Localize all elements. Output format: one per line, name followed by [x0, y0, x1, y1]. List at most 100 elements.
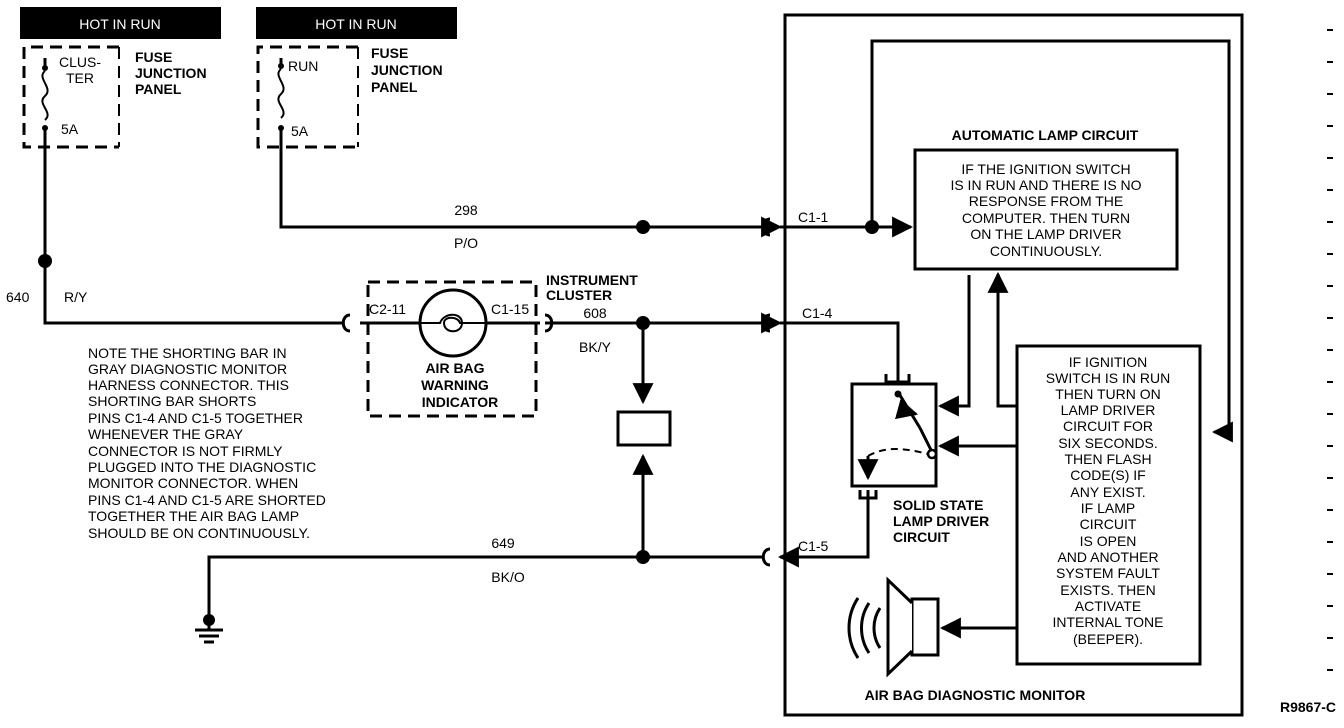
fuse-panel-2-label-line-3: PANEL — [371, 79, 418, 95]
lamp-label-line-2: WARNING — [421, 377, 489, 393]
logic-line: LAMP DRIVER — [1061, 402, 1156, 418]
monitor-title: AIR BAG DIAGNOSTIC MONITOR — [865, 687, 1086, 703]
splice-640 — [38, 254, 52, 268]
note-line: MONITOR CONNECTOR. WHEN — [88, 475, 298, 491]
logic-line: IS OPEN — [1080, 533, 1137, 549]
instrument-cluster-title-line-2: CLUSTER — [546, 287, 612, 303]
connector-c2-11-symbol — [341, 313, 351, 333]
fuse-cluster-rating: 5A — [61, 121, 79, 137]
instrument-cluster: C2-11 C1-15 INSTRUMENT CLUSTER AIR BAG W… — [341, 272, 638, 418]
connector-c1-5-symbol — [761, 547, 771, 567]
wire-608-number: 608 — [583, 305, 607, 321]
ground-icon — [195, 614, 223, 644]
margin-tick-marks — [1327, 29, 1333, 671]
wire-608: 608 BK/Y — [545, 305, 762, 557]
note-line: GRAY DIAGNOSTIC MONITOR — [88, 361, 287, 377]
logic-line: SYSTEM FAULT — [1056, 565, 1160, 581]
ignition-logic-box — [1015, 344, 1202, 666]
splice-298 — [636, 220, 650, 234]
fuse-run-element — [277, 68, 285, 119]
wire-649-color: BK/O — [491, 569, 525, 585]
hot-in-run-label-2: HOT IN RUN — [315, 16, 396, 32]
auto-lamp-line: IS IN RUN AND THERE IS NO — [950, 177, 1141, 193]
wire-640: 640 R/Y — [6, 130, 342, 325]
logic-line: ANY EXIST. — [1070, 484, 1145, 500]
note-line: SHOULD BE ON CONTINUOUSLY. — [88, 525, 310, 541]
beeper-speaker-icon — [847, 576, 940, 678]
lamp-label-line-3: INDICATOR — [422, 394, 498, 410]
logic-line: THEN FLASH — [1064, 451, 1151, 467]
auto-lamp-circuit-box — [913, 148, 1179, 271]
logic-line: INTERNAL TONE — [1053, 614, 1164, 630]
connector-c1-1-symbol — [761, 217, 771, 237]
fuse-panel-cluster: HOT IN RUN CLUS- TER 5A FUSE JUNCTION PA… — [20, 7, 221, 149]
fuse-panel-1-label-line-1: FUSE — [135, 49, 172, 65]
fuse-junction-panel-boundary-2 — [256, 45, 358, 149]
logic-line: THEN TURN ON — [1055, 386, 1161, 402]
fuse-cluster-element — [41, 70, 49, 121]
note-line: HARNESS CONNECTOR. THIS — [88, 377, 289, 393]
logic-line: ACTIVATE — [1075, 598, 1141, 614]
auto-lamp-line: CONTINUOUSLY. — [990, 243, 1102, 259]
logic-line: EXISTS. THEN — [1060, 582, 1155, 598]
wire-640-color: R/Y — [64, 289, 88, 305]
fuse-run-name: RUN — [288, 58, 318, 74]
auto-lamp-line: RESPONSE FROM THE — [969, 193, 1124, 209]
note-line: WHENEVER THE GRAY — [88, 426, 244, 442]
note-line: NOTE THE SHORTING BAR IN — [88, 345, 287, 361]
splice-649 — [636, 550, 650, 564]
fuse-junction-panel-boundary-1 — [22, 45, 119, 149]
note-line: CONNECTOR IS NOT FIRMLY — [88, 443, 283, 459]
fuse-cluster-name-line-1: CLUS- — [59, 54, 101, 70]
hot-in-run-header-2 — [256, 7, 457, 39]
auto-lamp-line: IF THE IGNITION SWITCH — [961, 161, 1130, 177]
pin-c1-4: C1-4 — [802, 305, 833, 321]
logic-line: AND ANOTHER — [1057, 549, 1158, 565]
wire-649: 649 BK/O — [195, 535, 762, 644]
hot-in-run-label-1: HOT IN RUN — [79, 16, 160, 32]
driver-label-line-1: SOLID STATE — [893, 497, 983, 513]
pin-c1-15: C1-15 — [491, 301, 529, 317]
note-line: TOGETHER THE AIR BAG LAMP — [88, 508, 299, 524]
logic-line: SWITCH IS IN RUN — [1046, 370, 1170, 386]
fuse-panel-run: HOT IN RUN RUN 5A FUSE JUNCTION PANEL — [256, 7, 457, 149]
connector-c1-4-symbol — [761, 313, 771, 333]
driver-label-line-2: LAMP DRIVER — [893, 513, 989, 529]
shorting-bar-resistor — [616, 410, 672, 447]
fuse-cluster-name-line-2: TER — [66, 70, 94, 86]
monitor-boundary — [783, 13, 1244, 717]
note-line: PINS C1-4 AND C1-5 TOGETHER — [88, 410, 303, 426]
wire-640-number: 640 — [6, 289, 30, 305]
logic-line: CIRCUIT FOR — [1063, 418, 1153, 434]
wire-298-color: P/O — [454, 235, 478, 251]
logic-line: CODE(S) IF — [1070, 467, 1145, 483]
wire-298: 298 P/O — [279, 130, 762, 251]
fuse-panel-1-label-line-3: PANEL — [135, 81, 182, 97]
fuse-panel-1-label-line-2: JUNCTION — [135, 65, 207, 81]
logic-line: SIX SECONDS. — [1058, 435, 1158, 451]
lamp-label-line-1: AIR BAG — [425, 360, 484, 376]
logic-line: IF LAMP — [1081, 500, 1135, 516]
wire-649-number: 649 — [491, 535, 515, 551]
lamp-filament — [420, 313, 486, 333]
note-line: PINS C1-4 AND C1-5 ARE SHORTED — [88, 492, 326, 508]
shorting-bar-note: NOTE THE SHORTING BAR IN GRAY DIAGNOSTIC… — [88, 345, 326, 541]
pin-c2-11: C2-11 — [369, 301, 406, 317]
hot-in-run-header-1 — [20, 7, 221, 39]
logic-line: IF IGNITION — [1069, 354, 1148, 370]
wire-298-number: 298 — [454, 202, 478, 218]
note-line: SHORTING BAR SHORTS — [88, 393, 256, 409]
driver-switch-icon — [857, 390, 938, 481]
auto-lamp-line: COMPUTER. THEN TURN — [962, 210, 1130, 226]
auto-lamp-line: ON THE LAMP DRIVER — [970, 226, 1121, 242]
pin-c1-5: C1-5 — [798, 538, 829, 554]
logic-line: CIRCUIT — [1080, 516, 1137, 532]
fuse-panel-2-label-line-1: FUSE — [371, 45, 408, 61]
instrument-cluster-boundary — [366, 280, 538, 418]
instrument-cluster-title-line-1: INSTRUMENT — [546, 272, 638, 288]
fuse-panel-2-label-line-2: JUNCTION — [371, 62, 443, 78]
auto-lamp-title: AUTOMATIC LAMP CIRCUIT — [952, 127, 1139, 143]
note-line: PLUGGED INTO THE DIAGNOSTIC — [88, 459, 316, 475]
driver-label-line-3: CIRCUIT — [893, 529, 950, 545]
